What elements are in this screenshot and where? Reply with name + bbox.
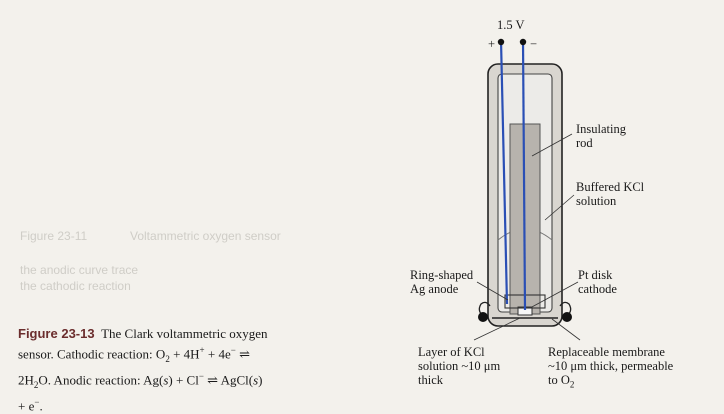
minus-sign: − [530, 37, 538, 51]
positive-terminal [497, 38, 505, 46]
bleed-text-4: the cathodic reaction [20, 279, 131, 293]
leader-kcl-layer [473, 317, 521, 341]
negative-terminal [519, 38, 527, 46]
left-o-ring [478, 312, 488, 322]
bleed-text-3: the anodic curve trace [20, 263, 139, 277]
leader-membrane [551, 318, 581, 341]
right-o-ring [562, 312, 572, 322]
leader-rod [531, 133, 573, 157]
bleed-text-1: Figure 23-11 [20, 229, 88, 243]
bleed-text-2: Voltammetric oxygen sensor [130, 229, 281, 243]
anode-wire [499, 39, 509, 305]
cathode-wire [521, 39, 527, 311]
leader-cathode [529, 281, 579, 309]
figure-label: Figure 23-13 [18, 326, 95, 341]
label-membrane: Replaceable membrane~10 μm thick, permea… [548, 345, 674, 390]
figure-caption: Figure 23-13 The Clark voltammetric oxyg… [18, 326, 268, 414]
voltage-label: 1.5 V [497, 18, 525, 32]
plus-sign: + [488, 37, 496, 51]
leader-anode [476, 281, 509, 301]
leader-solution [544, 194, 575, 221]
